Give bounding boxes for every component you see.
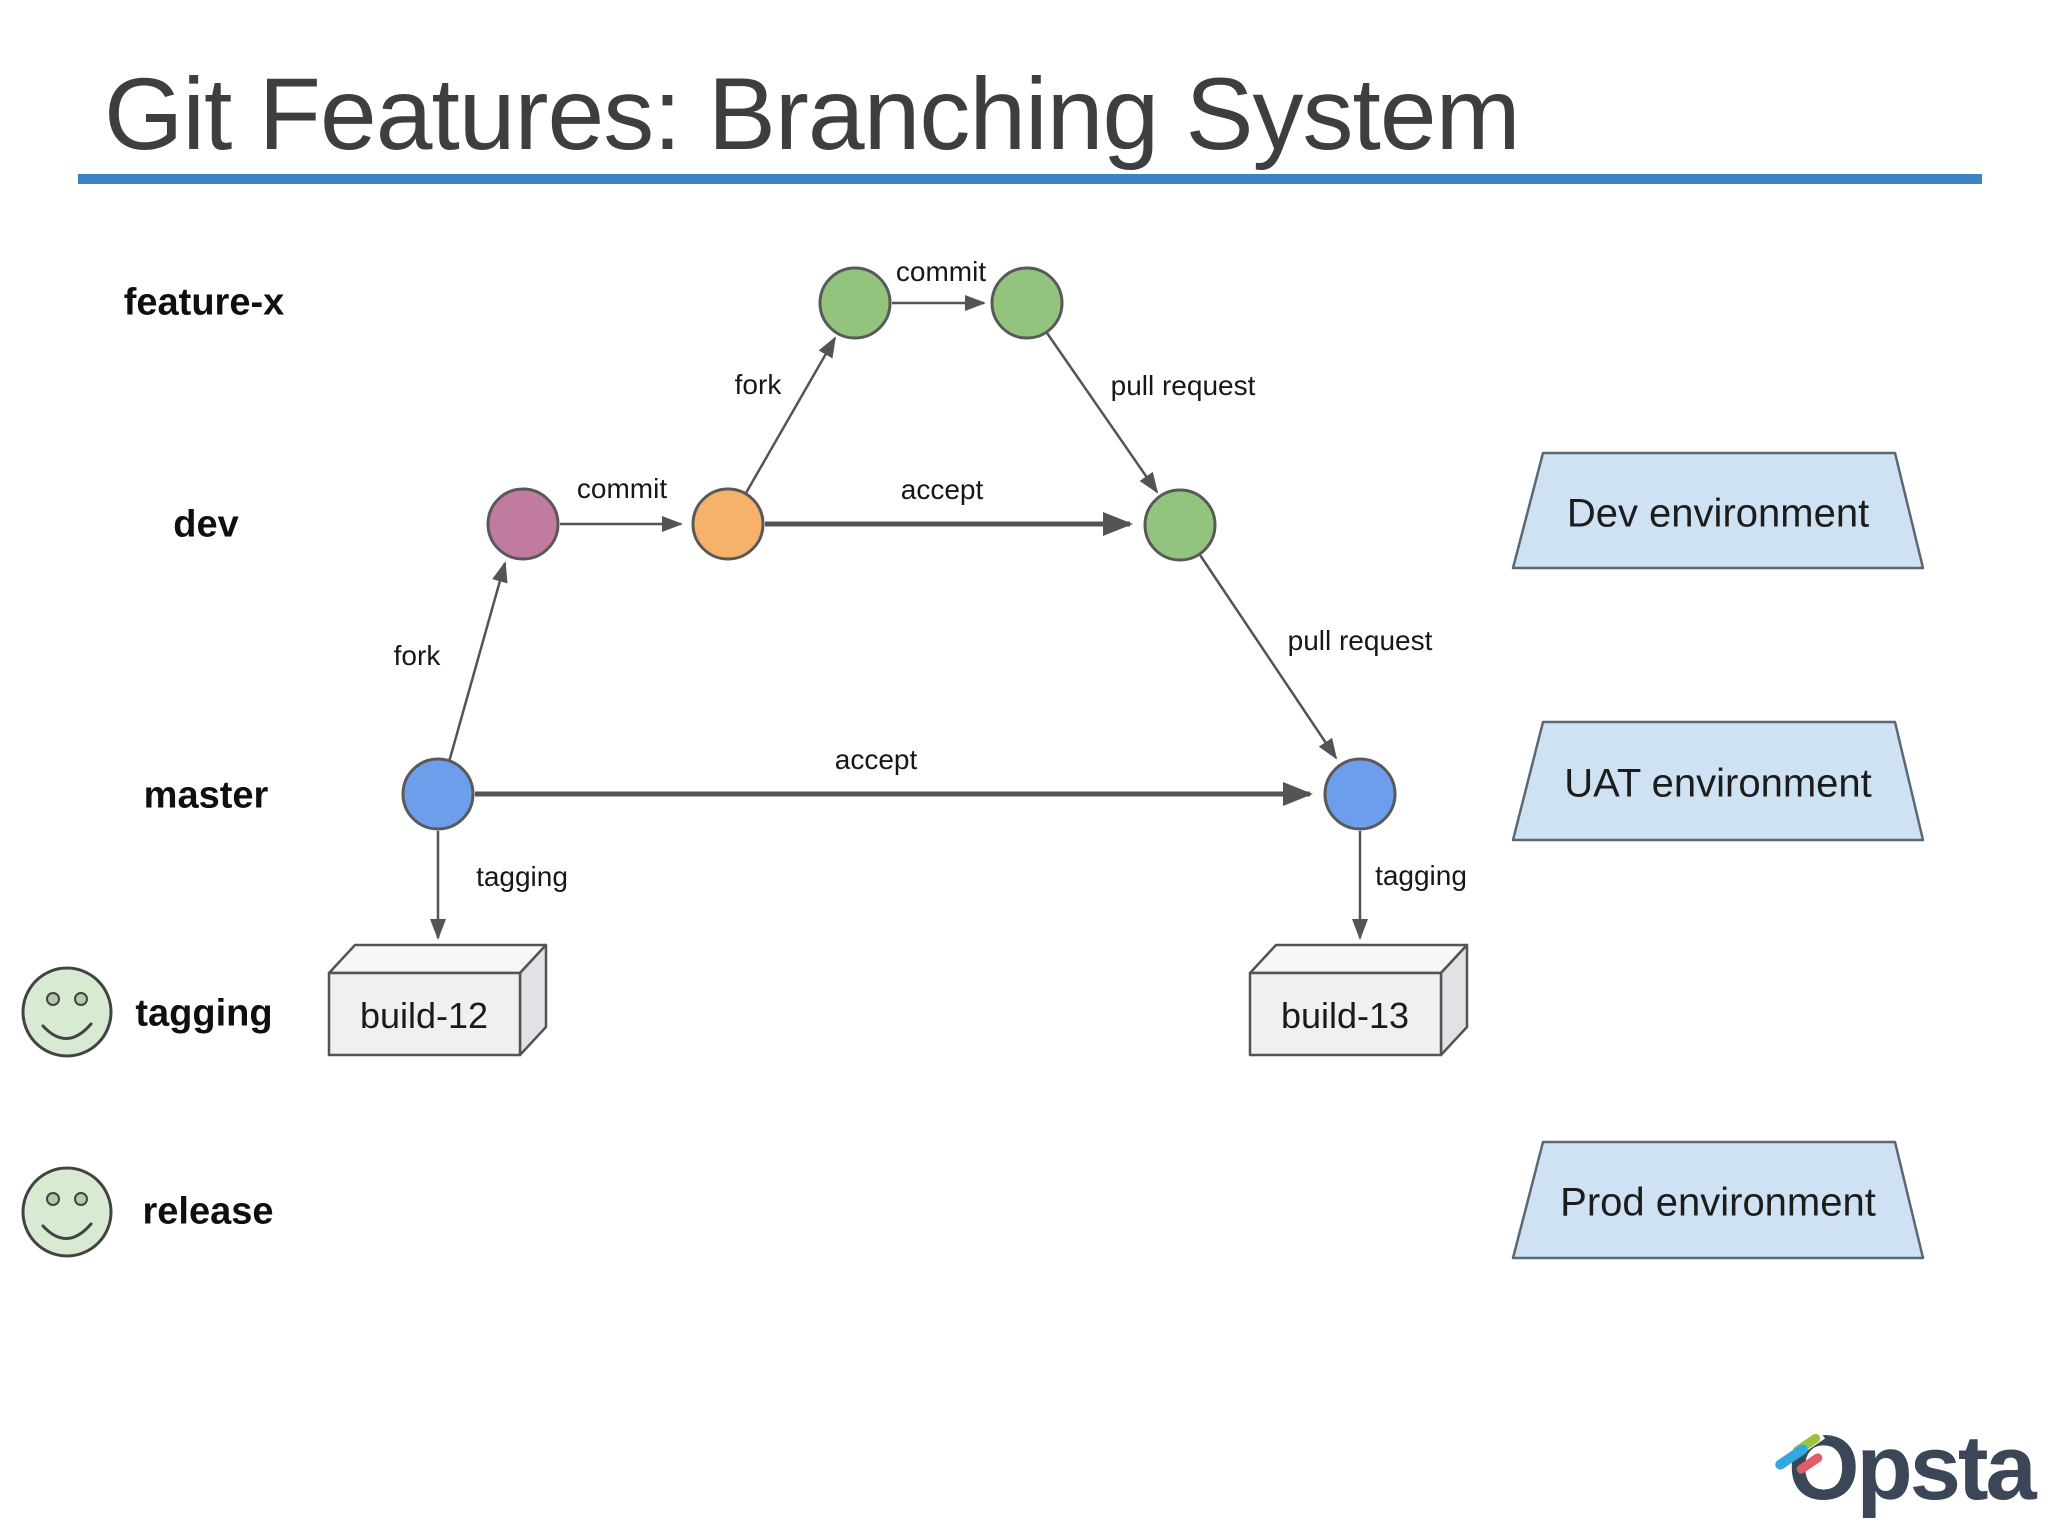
build-box-left-top-face <box>327 943 548 975</box>
uat-environment-shape <box>1511 720 1925 842</box>
smiley-head <box>21 966 113 1058</box>
edge-fork-dev-to-feature <box>744 336 837 494</box>
smiley-face-icon-tagging <box>21 966 113 1058</box>
edge-label-commit-dev: commit <box>576 473 668 504</box>
commit-node-master-right <box>1323 757 1397 831</box>
build-box-left-front-face <box>327 971 522 1057</box>
build-12-label: build-12 <box>359 995 489 1036</box>
edge-pull-request-feature-to-dev <box>1045 332 1159 494</box>
smiley-mouth <box>41 1222 93 1240</box>
edge-pull-request-dev-to-master <box>1198 554 1338 760</box>
dev-environment-shape <box>1511 451 1925 570</box>
branch-label-feature-x: feature-x <box>123 281 285 324</box>
edge-fork-master-to-dev <box>447 561 508 763</box>
edge-label-fork-master: fork <box>393 640 441 671</box>
build-box-left <box>327 943 548 1057</box>
build-13-label: build-13 <box>1280 995 1410 1036</box>
build-box-right <box>1248 943 1469 1057</box>
smiley-eye <box>74 992 88 1006</box>
page-title: Git Features: Branching System <box>104 57 1521 171</box>
title-divider-line <box>78 174 1982 184</box>
commit-node-feature-1 <box>818 266 892 340</box>
smiley-face-icon-release <box>21 1166 113 1258</box>
edge-label-tagging-right: tagging <box>1375 860 1467 891</box>
edge-label-pull-request-feature: pull request <box>1110 370 1256 401</box>
build-box-right-front-face <box>1248 971 1443 1057</box>
smiley-head <box>21 1166 113 1258</box>
smiley-mouth <box>41 1022 93 1040</box>
edge-label-tagging-left: tagging <box>476 861 568 892</box>
commit-node-dev-purple <box>486 487 560 561</box>
prod-environment-shape <box>1511 1140 1925 1260</box>
edge-label-accept-master: accept <box>834 744 918 775</box>
commit-node-dev-green <box>1143 488 1217 562</box>
edge-label-fork-feature: fork <box>734 369 782 400</box>
smiley-eye <box>46 992 60 1006</box>
build-box-right-top-face <box>1248 943 1469 975</box>
branch-label-dev: dev <box>173 503 239 546</box>
branch-label-tagging: tagging <box>135 992 273 1035</box>
commit-node-feature-2 <box>990 266 1064 340</box>
uat-environment-label: UAT environment <box>1564 761 1872 806</box>
smiley-eye <box>46 1192 60 1206</box>
branch-label-release: release <box>142 1190 274 1233</box>
edge-label-pull-request-dev: pull request <box>1287 625 1433 656</box>
edge-label-accept-dev: accept <box>900 474 984 505</box>
branch-label-master: master <box>143 774 269 817</box>
smiley-eye <box>74 1192 88 1206</box>
dev-environment-label: Dev environment <box>1566 491 1870 536</box>
prod-environment-label: Prod environment <box>1560 1180 1876 1225</box>
commit-node-master-left <box>401 757 475 831</box>
commit-node-dev-orange <box>691 487 765 561</box>
edge-label-commit-feature: commit <box>895 256 987 287</box>
